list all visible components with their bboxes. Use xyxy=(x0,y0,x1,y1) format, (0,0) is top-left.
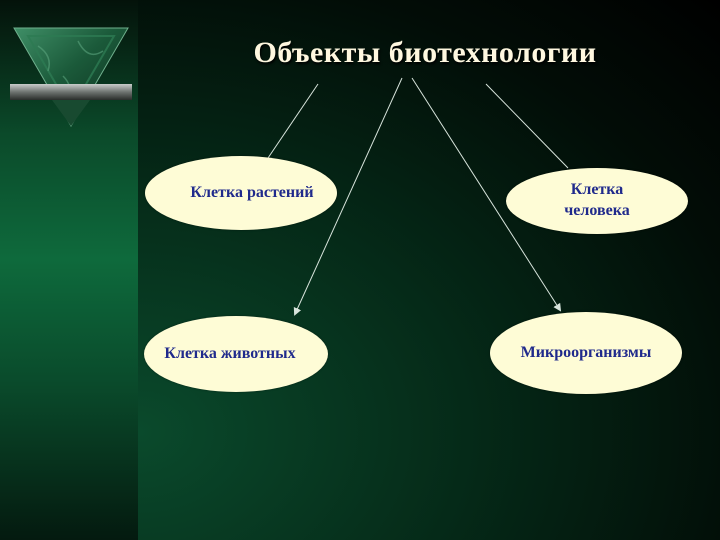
green-marble-triangle-icon xyxy=(10,27,132,127)
node-microorganisms: Микроорганизмы xyxy=(490,312,682,394)
connector-to-plant-cell xyxy=(267,83,319,159)
node-animal-cell-label: Клетка животных xyxy=(164,344,296,362)
node-plant-cell-label: Клетка растений xyxy=(190,183,314,201)
node-microorganisms-label: Микроорганизмы xyxy=(520,343,652,361)
slide-background xyxy=(138,0,720,540)
connector-to-animal-cell xyxy=(293,77,403,316)
left-sidebar-band xyxy=(0,0,138,540)
connector-to-microorganisms xyxy=(411,77,562,312)
node-plant-cell: Клетка растений xyxy=(145,156,337,230)
node-animal-cell: Клетка животных xyxy=(144,316,328,392)
node-human-cell-label: Клетка человека xyxy=(564,181,630,219)
slide-title: Объекты биотехнологии xyxy=(253,36,597,69)
node-human-cell: Клетка человека xyxy=(506,168,688,234)
connector-to-human-cell xyxy=(485,83,569,169)
